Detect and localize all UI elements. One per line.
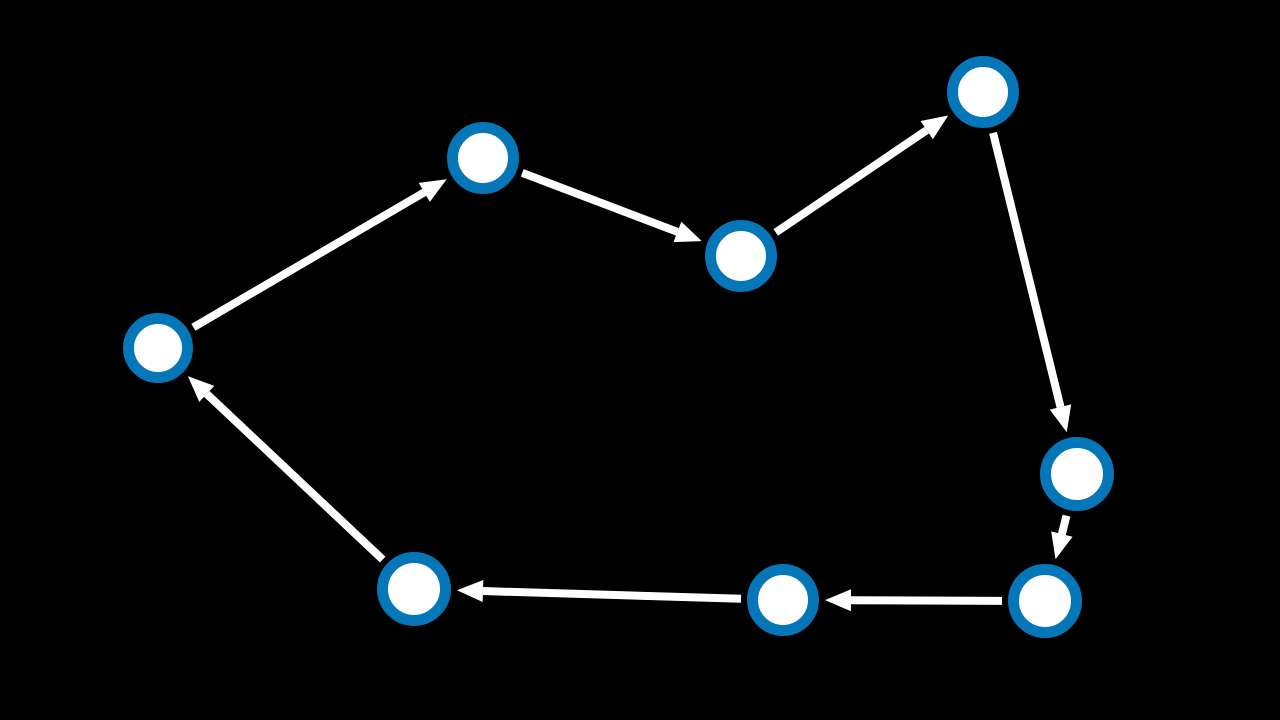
graph-edge [825, 589, 1003, 612]
edge-line [482, 587, 742, 603]
nodes-layer [123, 56, 1114, 638]
edge-arrowhead-icon [825, 589, 852, 612]
node-circle[interactable] [123, 313, 193, 383]
graph-edge [520, 169, 702, 243]
graph-node[interactable] [377, 552, 451, 626]
edge-arrowhead-icon [1049, 404, 1072, 433]
edge-line [989, 131, 1065, 408]
graph-node[interactable] [1008, 564, 1082, 638]
edge-line [191, 188, 427, 331]
edge-line [520, 169, 679, 236]
edge-line [204, 391, 386, 563]
edge-arrowhead-icon [920, 115, 949, 140]
graph-edge [191, 179, 447, 331]
node-circle[interactable] [377, 552, 451, 626]
graph-node[interactable] [947, 56, 1019, 128]
edge-line [1057, 514, 1071, 536]
edge-arrowhead-icon [456, 580, 484, 603]
graph-node[interactable] [1040, 437, 1114, 511]
edge-arrowhead-icon [187, 376, 215, 402]
graph-edge [989, 131, 1072, 433]
node-circle[interactable] [705, 220, 777, 292]
node-circle[interactable] [947, 56, 1019, 128]
node-circle[interactable] [1040, 437, 1114, 511]
node-circle[interactable] [447, 122, 519, 194]
edge-arrowhead-icon [1051, 531, 1073, 560]
graph-node[interactable] [123, 313, 193, 383]
graph-node[interactable] [447, 122, 519, 194]
edge-line [850, 596, 1003, 605]
graph-edge [773, 115, 949, 236]
graph-edge [187, 376, 386, 563]
graph-edge [1051, 514, 1073, 560]
edge-arrowhead-icon [673, 221, 702, 243]
edge-line [773, 126, 929, 236]
graph-edge [456, 580, 742, 603]
graph-node[interactable] [747, 564, 819, 636]
graph-node[interactable] [705, 220, 777, 292]
node-circle[interactable] [747, 564, 819, 636]
edges-layer [187, 115, 1073, 612]
edge-arrowhead-icon [418, 179, 447, 202]
node-circle[interactable] [1008, 564, 1082, 638]
